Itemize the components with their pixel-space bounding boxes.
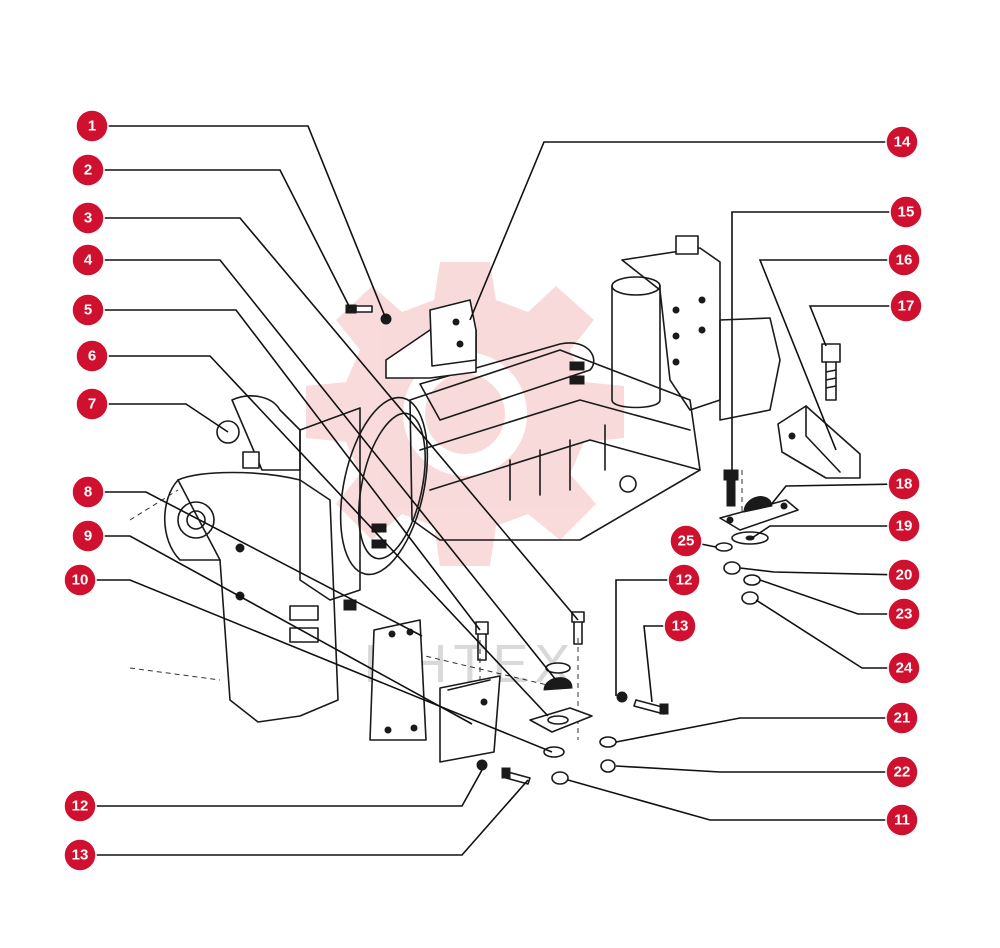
svg-text:11: 11 [894, 812, 910, 829]
callout-13-right: 13 [663, 609, 697, 643]
svg-text:24: 24 [896, 660, 913, 677]
svg-text:2: 2 [84, 162, 92, 179]
callout-1: 1 [75, 109, 109, 143]
svg-text:12: 12 [676, 572, 693, 589]
svg-text:6: 6 [88, 348, 96, 365]
svg-text:18: 18 [896, 476, 913, 493]
engine-assembly-drawing [129, 235, 781, 740]
leader-lines [80, 125, 906, 856]
part-10-mount-plate [369, 619, 427, 741]
svg-text:25: 25 [678, 533, 695, 550]
svg-text:9: 9 [84, 528, 92, 545]
part-12-nut-right [616, 691, 628, 703]
callout-12-lower-left: 12 [63, 789, 97, 823]
part-8-bolt [475, 621, 489, 661]
svg-text:4: 4 [84, 252, 93, 269]
svg-text:8: 8 [84, 484, 92, 501]
callout-15: 15 [889, 195, 923, 229]
callout-8: 8 [71, 475, 105, 509]
callout-22: 22 [885, 755, 919, 789]
svg-text:3: 3 [84, 210, 92, 227]
svg-text:5: 5 [84, 302, 92, 319]
callout-20: 20 [887, 558, 921, 592]
part-17-bolt [821, 343, 841, 401]
callout-19: 19 [887, 509, 921, 543]
callout-18: 18 [887, 467, 921, 501]
part-13-bolt-right [633, 699, 669, 715]
part-15-bolt [723, 469, 739, 507]
part-18-rubber-mount [719, 496, 799, 531]
svg-text:20: 20 [896, 567, 913, 584]
part-12-nut-left [476, 759, 488, 771]
svg-text:16: 16 [896, 252, 913, 269]
part-20-nut [723, 561, 741, 575]
watermark-gear-logo [306, 262, 624, 566]
part-14-front-bracket [385, 299, 477, 379]
part-13-bolt-left [501, 767, 531, 785]
part-11-nut [551, 771, 569, 785]
callout-7: 7 [75, 387, 109, 421]
callout-13-lower-left: 13 [63, 838, 97, 872]
svg-text:12: 12 [72, 798, 89, 815]
part-23-washer [743, 574, 761, 586]
callout-21: 21 [885, 701, 919, 735]
callout-23: 23 [887, 597, 921, 631]
callout-10: 10 [63, 563, 97, 597]
svg-text:17: 17 [898, 298, 915, 315]
svg-text:13: 13 [72, 847, 89, 864]
svg-text:10: 10 [72, 572, 89, 589]
svg-text:14: 14 [894, 134, 911, 151]
part-21-washer [599, 736, 617, 748]
callout-6: 6 [75, 339, 109, 373]
callout-11: 11 [885, 803, 919, 837]
part-2-bolt [345, 304, 373, 314]
svg-text:19: 19 [896, 518, 913, 535]
callout-9: 9 [71, 519, 105, 553]
callout-16: 16 [887, 243, 921, 277]
callout-17: 17 [889, 289, 923, 323]
svg-text:23: 23 [896, 606, 913, 623]
svg-text:1: 1 [88, 118, 96, 135]
part-16-rear-bracket [777, 405, 861, 479]
callout-24: 24 [887, 651, 921, 685]
part-24-nut [741, 591, 759, 605]
svg-text:7: 7 [88, 396, 96, 413]
callout-4: 4 [71, 243, 105, 277]
part-25-washer [715, 542, 733, 552]
svg-text:15: 15 [898, 204, 915, 221]
callout-3: 3 [71, 201, 105, 235]
callout-12-right: 12 [667, 563, 701, 597]
callout-2: 2 [71, 153, 105, 187]
part-3-bolt [571, 611, 585, 645]
callout-25: 25 [669, 524, 703, 558]
callout-5: 5 [71, 293, 105, 327]
part-22-nut [600, 759, 616, 773]
callout-14: 14 [885, 125, 919, 159]
svg-text:13: 13 [672, 618, 689, 635]
svg-text:22: 22 [894, 764, 911, 781]
svg-text:21: 21 [894, 710, 911, 727]
